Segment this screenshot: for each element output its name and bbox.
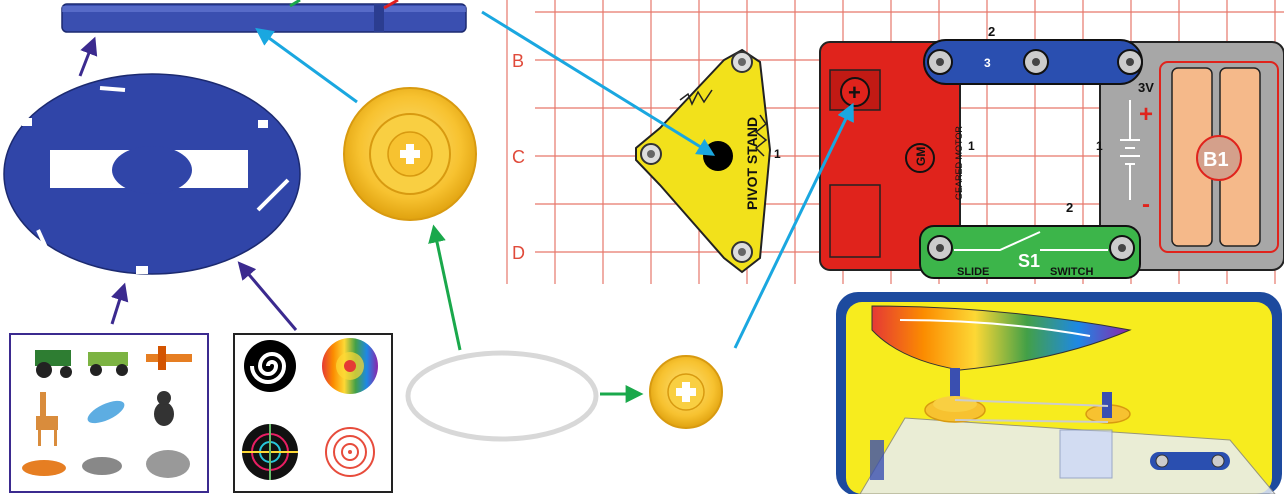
arrow-band-to-pulley (434, 228, 460, 350)
arrow-pulley-to-shaft (258, 30, 357, 102)
picture-card (10, 334, 208, 492)
blue-shaft (62, 0, 466, 32)
color-wheel-icon (242, 424, 298, 480)
grid-row-label-c: C (512, 147, 525, 167)
arrow-card-to-disc-left (112, 286, 124, 324)
rubber-band (408, 353, 596, 439)
switch-left-text: SLIDE (957, 266, 989, 278)
motor-label: GEARED MOTOR (954, 126, 964, 200)
grid-row-label-b: B (512, 51, 524, 71)
elephant-icon (146, 450, 190, 478)
arrow-card-to-disc-right (240, 264, 296, 330)
battery-number: 1 (1096, 139, 1103, 153)
spiral-card (234, 334, 392, 492)
switch-right-text: SWITCH (1050, 266, 1093, 278)
motor-number: 1 (968, 139, 975, 153)
pivot-stand-label: PIVOT STAND (744, 117, 760, 210)
motor-plus: + (848, 80, 861, 105)
grid-row-label-d: D (512, 243, 525, 263)
switch-label: S1 (1018, 251, 1040, 271)
black-spiral-icon (244, 340, 296, 392)
pivot-hole (703, 141, 733, 171)
battery-label: B1 (1203, 149, 1229, 171)
battery-minus: - (1142, 191, 1150, 218)
rainbow-spiral-icon (322, 338, 378, 394)
small-pulley (650, 356, 722, 428)
large-pulley (344, 88, 476, 220)
motor-symbol: GM (914, 147, 928, 166)
switch-number: 2 (1066, 200, 1073, 215)
pivot-stand-number: 1 (774, 147, 781, 161)
battery-plus: + (1139, 101, 1153, 128)
tiger-icon (22, 460, 66, 476)
arrow-disc-to-shaft (80, 40, 94, 76)
blue-disc (4, 74, 300, 274)
assembled-photo (836, 292, 1282, 494)
snap-wire-inner-number: 3 (984, 56, 991, 70)
battery-voltage: 3V (1138, 80, 1154, 95)
snap-wire-number: 2 (988, 24, 995, 39)
zebra-icon (82, 457, 122, 475)
red-spiral-icon (326, 428, 374, 476)
